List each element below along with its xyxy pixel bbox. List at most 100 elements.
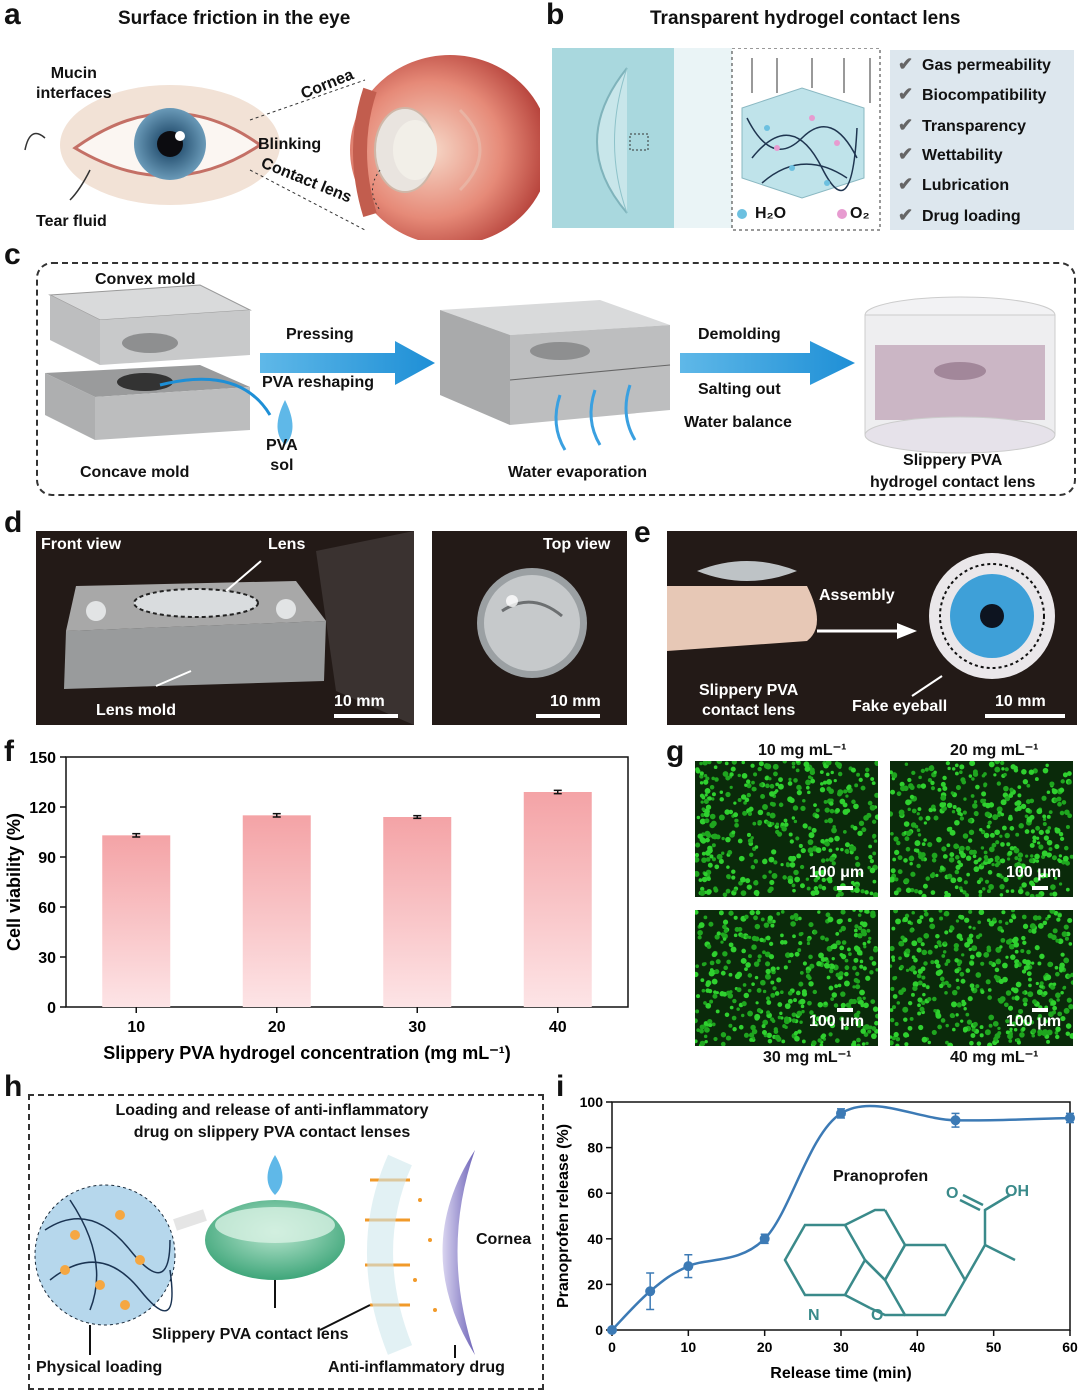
pranoprofen-structure: O OH N O	[783, 1183, 1029, 1324]
x-tick-label: 40	[549, 1019, 567, 1036]
check-icon: ✔	[898, 84, 914, 104]
evaporation-label: Water evaporation	[508, 464, 647, 481]
data-point	[1065, 1112, 1075, 1123]
fluorescence-image-10: 100 μm	[695, 761, 878, 897]
fluorescence-image-30: 100 μm	[695, 910, 878, 1046]
data-point	[683, 1261, 694, 1272]
scale-bar-label-d2: 10 mm	[550, 693, 601, 710]
fluorescence-image-20: 100 μm	[890, 761, 1073, 897]
y-tick-label: 30	[38, 950, 56, 967]
scale-bar-label-e: 10 mm	[995, 693, 1046, 710]
panel-label-a: a	[4, 0, 21, 31]
panel-label-i: i	[556, 1070, 565, 1103]
property-item: ✔Drug loading	[898, 205, 1021, 225]
check-icon: ✔	[898, 144, 914, 164]
property-item: ✔Transparency	[898, 115, 1027, 135]
panel-h-title: Loading and release of anti-inflammatory…	[115, 1102, 429, 1141]
data-point	[759, 1233, 770, 1244]
check-icon: ✔	[898, 174, 914, 194]
scale-bar-d1	[334, 714, 398, 718]
blinking-label: Blinking	[258, 136, 322, 153]
data-point	[950, 1115, 961, 1126]
panel-a-title: Surface friction in the eye	[118, 8, 351, 29]
g-scale-label-1: 100 μm	[809, 864, 865, 881]
bar	[102, 835, 171, 1007]
g-conc-label-2: 20 mg mL⁻¹	[950, 742, 1039, 759]
fluorescence-image-40: 100 μm	[890, 910, 1073, 1046]
plot-frame	[65, 756, 629, 1008]
eyeball-label: Fake eyeball	[852, 698, 948, 715]
y-tick-label: 150	[29, 750, 56, 767]
property-item: ✔Wettability	[898, 144, 1003, 164]
h2o-label: H₂O	[755, 205, 787, 222]
panel-label-e: e	[634, 516, 651, 549]
drug-loading-box	[28, 1094, 544, 1390]
check-icon: ✔	[898, 54, 914, 74]
x-tick-label: 0	[608, 1339, 616, 1355]
lens-mold-label: Lens mold	[96, 702, 177, 719]
g-scale-bar-2	[1032, 886, 1048, 890]
x-axis-label: Release time (min)	[770, 1365, 911, 1382]
panel-label-b: b	[546, 0, 565, 31]
panel-label-g: g	[666, 735, 685, 768]
x-tick-label: 40	[910, 1339, 926, 1355]
tear-label: Tear fluid	[36, 213, 107, 230]
y-tick-label: 60	[587, 1185, 603, 1201]
front-view-label: Front view	[41, 536, 122, 553]
panel-label-h: h	[4, 1070, 23, 1103]
lens-label: Lens	[268, 536, 306, 553]
property-item: ✔Lubrication	[898, 174, 1010, 194]
physical-loading-label: Physical loading	[36, 1359, 163, 1376]
x-tick-label: 30	[833, 1339, 849, 1355]
x-tick-label: 30	[408, 1019, 426, 1036]
y-tick-label: 0	[595, 1322, 603, 1338]
cornea-label-h: Cornea	[476, 1231, 532, 1248]
top-view-label: Top view	[543, 536, 611, 553]
scale-bar-e	[985, 714, 1065, 718]
pressing-label: Pressing	[286, 326, 354, 343]
x-tick-label: 10	[681, 1339, 697, 1355]
front-view-photo: Front view Lens Lens mold 10 mm	[36, 531, 414, 725]
y-tick-label: 60	[38, 900, 56, 917]
assembly-label: Assembly	[819, 587, 895, 604]
data-point	[836, 1108, 846, 1119]
g-scale-bar-3	[837, 1008, 853, 1012]
g-conc-label-1: 10 mg mL⁻¹	[758, 742, 847, 759]
demolding-label: Demolding	[698, 326, 781, 343]
y-tick-label: 120	[29, 800, 56, 817]
bar	[523, 792, 592, 1007]
fabrication-box	[36, 262, 1076, 496]
property-item: ✔Gas permeability	[898, 54, 1051, 74]
data-point	[607, 1325, 617, 1335]
panel-label-f: f	[4, 735, 14, 768]
x-tick-label: 50	[986, 1339, 1002, 1355]
g-scale-label-3: 100 μm	[809, 1013, 865, 1030]
o2-label: O₂	[850, 205, 870, 222]
lens-network-illustration	[552, 48, 881, 231]
x-tick-label: 20	[268, 1019, 286, 1036]
g-scale-bar-1	[837, 886, 853, 890]
bar	[242, 815, 311, 1007]
g-scale-label-4: 100 μm	[1006, 1013, 1062, 1030]
panel-b-title: Transparent hydrogel contact lens	[650, 8, 961, 29]
concave-mold-label: Concave mold	[80, 464, 190, 481]
panel-label-d: d	[4, 506, 23, 539]
reshaping-label: PVA reshaping	[262, 374, 375, 391]
lens-label-h: Slippery PVA contact lens	[152, 1326, 349, 1343]
x-tick-label: 60	[1062, 1339, 1078, 1355]
g-scale-bar-4	[1032, 1008, 1048, 1012]
y-tick-label: 80	[587, 1140, 603, 1156]
x-axis-label: Slippery PVA hydrogel concentration (mg …	[103, 1043, 511, 1063]
panel-label-c: c	[4, 238, 21, 271]
hydroxyl-oh: OH	[1005, 1183, 1029, 1200]
bar	[383, 817, 452, 1007]
molecule-name: Pranoprofen	[833, 1168, 929, 1185]
property-item: ✔Biocompatibility	[898, 84, 1047, 104]
y-tick-label: 0	[47, 1000, 56, 1017]
eye-illustration	[24, 55, 540, 240]
scale-bar-d2	[536, 714, 600, 718]
